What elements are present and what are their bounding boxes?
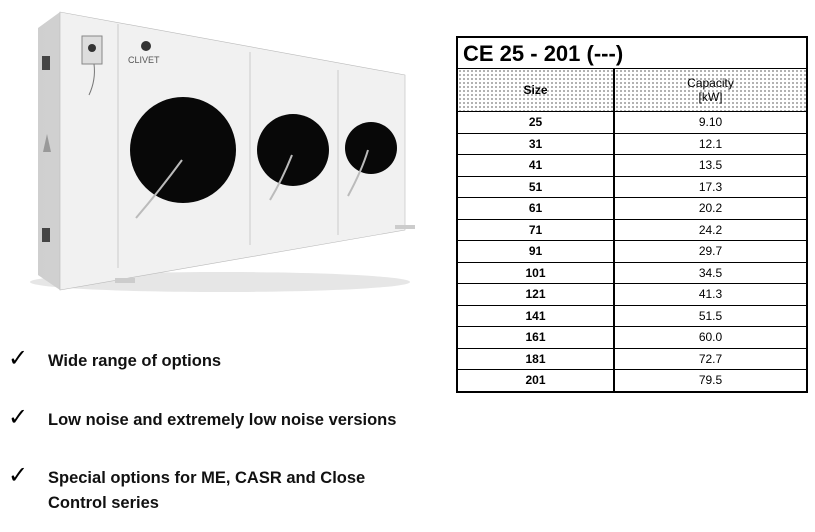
capacity-cell: 51.5: [614, 304, 806, 327]
capacity-cell: 24.2: [614, 218, 806, 241]
size-cell: 181: [458, 347, 615, 370]
bullet-item: ✓ Wide range of options: [8, 344, 222, 372]
capacity-cell: 41.3: [614, 283, 806, 305]
bullet-item: ✓ Special options for ME, CASR and Close…: [8, 463, 408, 516]
clivet-logo: CLIVET: [128, 55, 160, 65]
size-cell: 91: [458, 240, 615, 262]
condenser-unit-image: CLIVET: [30, 11, 415, 292]
size-cell: 201: [458, 369, 615, 391]
capacity-cell: 29.7: [614, 240, 806, 262]
checkmark-icon: ✓: [8, 344, 29, 372]
capacity-cell: 79.5: [614, 369, 806, 391]
size-cell: 161: [458, 326, 615, 348]
size-cell: 121: [458, 283, 615, 305]
checkmark-icon: ✓: [8, 461, 29, 489]
bullet-item: ✓ Low noise and extremely low noise vers…: [8, 403, 397, 431]
checkmark-icon: ✓: [8, 403, 29, 431]
capacity-cell: 13.5: [614, 154, 806, 176]
size-cell: 71: [458, 218, 615, 241]
size-cell: 25: [458, 111, 615, 133]
capacity-header: Capacity[kW]: [614, 69, 806, 112]
capacity-cell: 9.10: [614, 111, 806, 133]
size-cell: 101: [458, 261, 615, 284]
size-cell: 51: [458, 175, 615, 198]
capacity-cell: 12.1: [614, 132, 806, 155]
size-cell: 61: [458, 197, 615, 219]
size-cell: 31: [458, 132, 615, 155]
capacity-cell: 20.2: [614, 197, 806, 219]
capacity-cell: 60.0: [614, 326, 806, 348]
size-header: Size: [458, 69, 615, 112]
capacity-cell: 17.3: [614, 175, 806, 198]
capacity-cell: 34.5: [614, 261, 806, 284]
capacity-cell: 72.7: [614, 347, 806, 370]
table-title: CE 25 - 201 (---): [458, 38, 806, 69]
size-cell: 41: [458, 154, 615, 176]
size-cell: 141: [458, 304, 615, 327]
